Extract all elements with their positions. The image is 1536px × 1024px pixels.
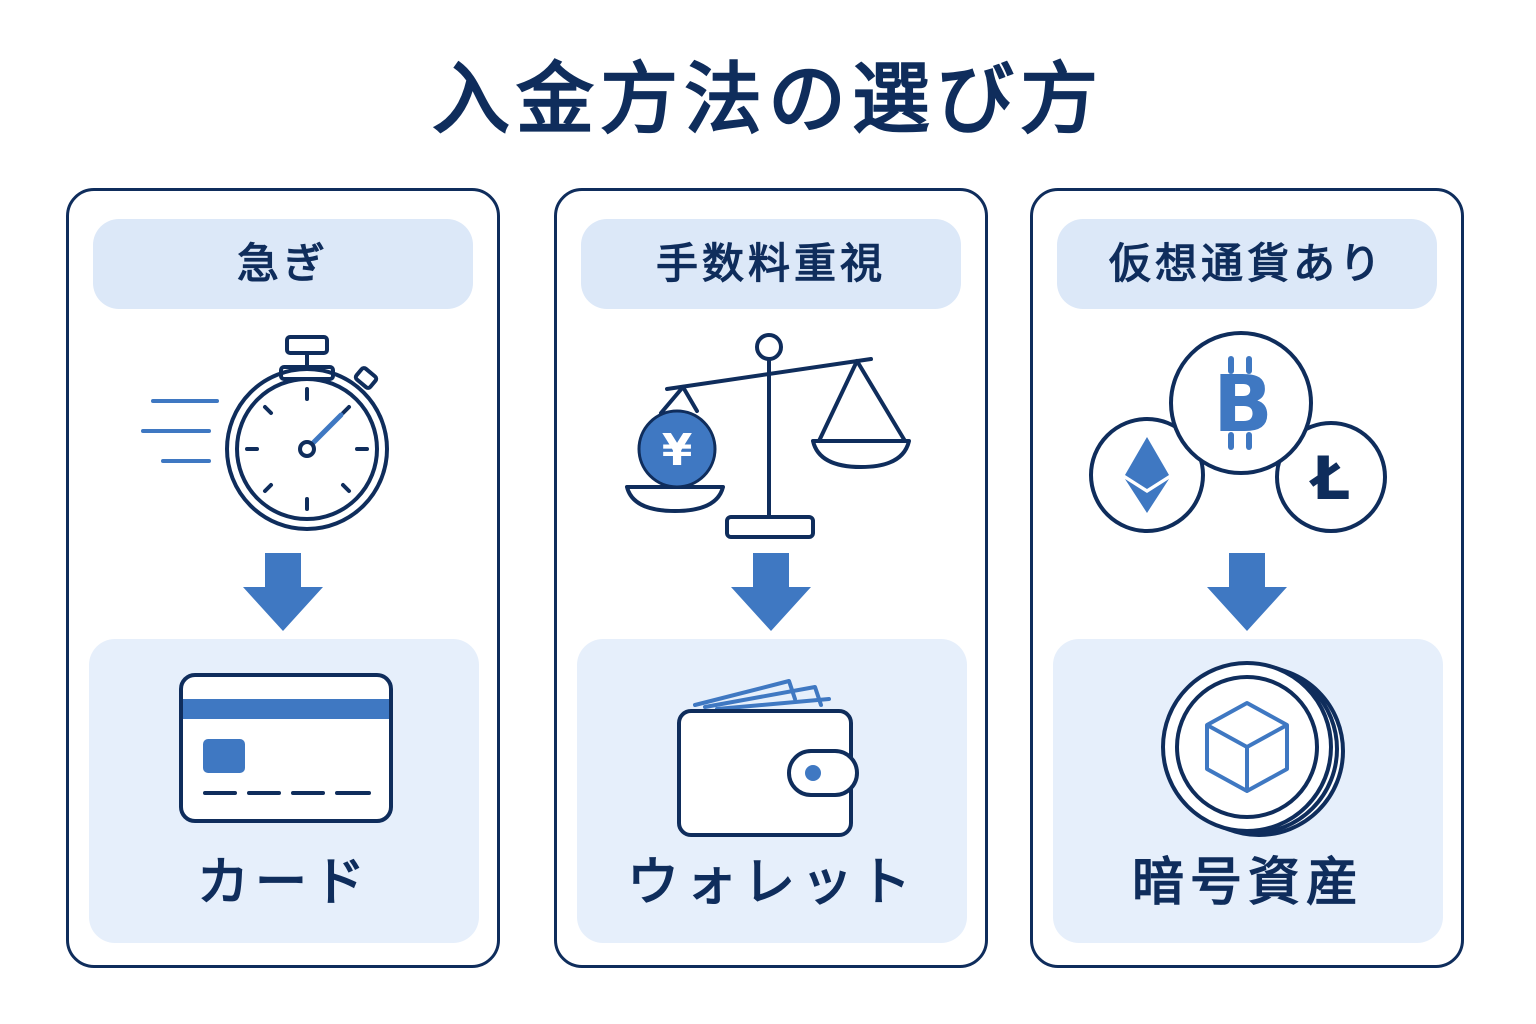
option-card-fee: 手数料重視 ¥: [554, 188, 988, 968]
stopwatch-icon: [141, 335, 389, 531]
condition-label: 仮想通貨あり: [1057, 219, 1437, 309]
bitcoin-symbol: B: [1213, 360, 1272, 450]
result-box: ウォレット: [577, 639, 967, 943]
balance-scale-icon: ¥: [625, 333, 911, 539]
result-box: 暗号資産: [1053, 639, 1443, 943]
crypto-coin-icon: [1161, 661, 1345, 837]
option-card-crypto: 仮想通貨あり Ł B: [1030, 188, 1464, 968]
result-label: ウォレット: [626, 853, 917, 913]
page-title: 入金方法の選び方: [431, 55, 1104, 145]
down-arrow-icon: [1207, 553, 1287, 631]
wallet-icon: [677, 679, 859, 837]
result-label: 暗号資産: [1131, 853, 1364, 913]
down-arrow-icon: [731, 553, 811, 631]
crypto-coins-icon: Ł B: [1089, 331, 1387, 533]
condition-label: 急ぎ: [93, 219, 473, 309]
credit-card-icon: [179, 673, 393, 823]
litecoin-symbol: Ł: [1309, 444, 1351, 514]
condition-label: 手数料重視: [581, 219, 961, 309]
yen-symbol: ¥: [662, 425, 693, 476]
result-box: カード: [89, 639, 479, 943]
result-label: カード: [196, 853, 371, 913]
option-card-urgent: 急ぎ: [66, 188, 500, 968]
down-arrow-icon: [243, 553, 323, 631]
